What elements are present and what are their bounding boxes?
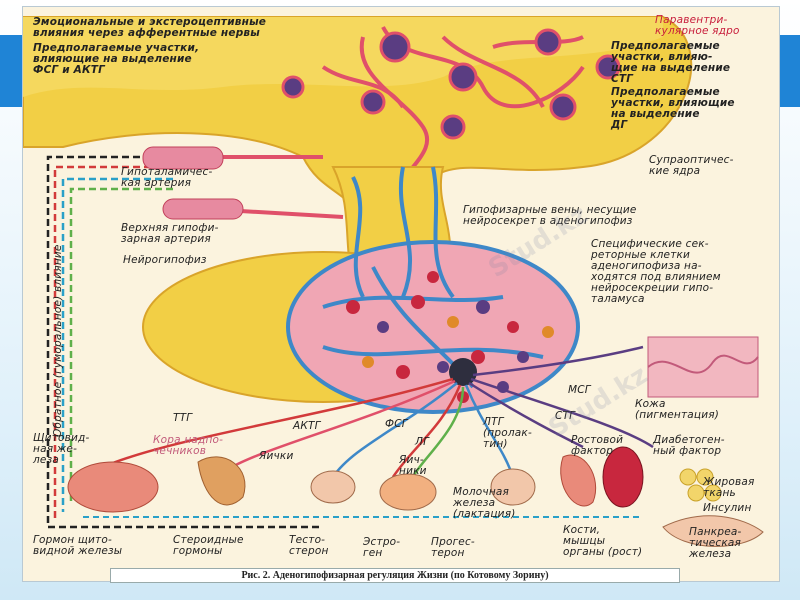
label-msg: МСГ: [568, 384, 591, 396]
label-testes: Яички: [259, 450, 294, 462]
hypothalamic-nuclei: [281, 28, 621, 140]
label-fsg: ФСГ: [385, 418, 408, 430]
label-emotional: Эмоциональные и экстероцептивные влияния…: [33, 16, 267, 39]
adenohypophysis: [286, 240, 580, 414]
skin-block: [647, 336, 759, 398]
label-dg-areas: Предполагаемые участки, влияющие на выде…: [611, 86, 735, 131]
label-diabetogenic: Диабетоген- ный фактор: [653, 434, 725, 457]
label-upper-artery: Верхняя гипофи- зарная артерия: [121, 222, 219, 245]
hypothalamus-pituitary-diagram: [23, 16, 764, 547]
label-feedback: Обратное (гуморальное) влияние: [52, 244, 64, 437]
label-thyroid-hormone: Гормон щито- видной железы: [33, 534, 123, 557]
secretory-cells: [346, 271, 554, 403]
label-ovaries: Яич- ники: [399, 454, 427, 477]
label-actg: АКТГ: [293, 420, 321, 432]
label-stg-areas: Предполагаемые участки, влияю- щие на вы…: [611, 40, 731, 85]
label-insulin: Инсулин: [703, 502, 752, 514]
label-specific-cells: Специфические сек- реторные клетки адено…: [591, 238, 721, 305]
label-steroids: Стероидные гормоны: [173, 534, 244, 557]
feedback-loop: [46, 155, 323, 529]
label-skin: Кожа (пигментация): [635, 398, 720, 421]
label-pancreas: Панкреа- тическая железа: [689, 526, 742, 560]
label-stg: СТГ: [555, 410, 576, 422]
vascular-network: [143, 26, 585, 219]
label-fsg-actg-areas: Предполагаемые участки, влияющие на выде…: [33, 42, 200, 76]
label-growth-factor: Ростовой фактор: [571, 434, 624, 457]
label-adrenal-cortex: Кора надпо- чечников: [153, 434, 224, 457]
label-ltg: ЛТГ (пролак- тин): [483, 416, 532, 450]
label-lg: ЛГ: [415, 436, 430, 448]
label-estrogen: Эстро- ген: [363, 536, 401, 559]
label-neurohypophysis: Нейрогипофиз: [123, 254, 207, 266]
target-organs: [67, 446, 764, 547]
label-progesterone: Прогес- терон: [431, 536, 475, 559]
figure-caption: Рис. 2. Аденогипофизарная регуляция Жизн…: [110, 568, 680, 583]
label-testosterone: Тесто- стерон: [289, 534, 329, 557]
label-bones: Кости, мышцы органы (рост): [563, 524, 643, 558]
hormone-outlet: [449, 358, 477, 386]
hypothalamus-upper: [23, 17, 663, 97]
hormone-arrows: [102, 345, 654, 478]
arteries: [142, 146, 244, 220]
diagram-frame: Эмоциональные и экстероцептивные влияния…: [22, 6, 780, 582]
label-portal-veins: Гипофизарные вены, несущие нейросекрет в…: [463, 204, 637, 227]
label-supraoptic: Супраоптичес- кие ядра: [649, 154, 734, 177]
label-mammary: Молочная железа (лактация): [453, 486, 516, 520]
label-hypothal-artery: Гипоталамичес- кая артерия: [121, 166, 213, 189]
label-fat-tissue: Жировая ткань: [703, 476, 755, 499]
label-paraventricular: Паравентри- кулярное ядро: [655, 14, 740, 37]
label-ttg: ТТГ: [173, 412, 193, 424]
label-thyroid: Щитовид- ная же- леза: [33, 432, 90, 466]
